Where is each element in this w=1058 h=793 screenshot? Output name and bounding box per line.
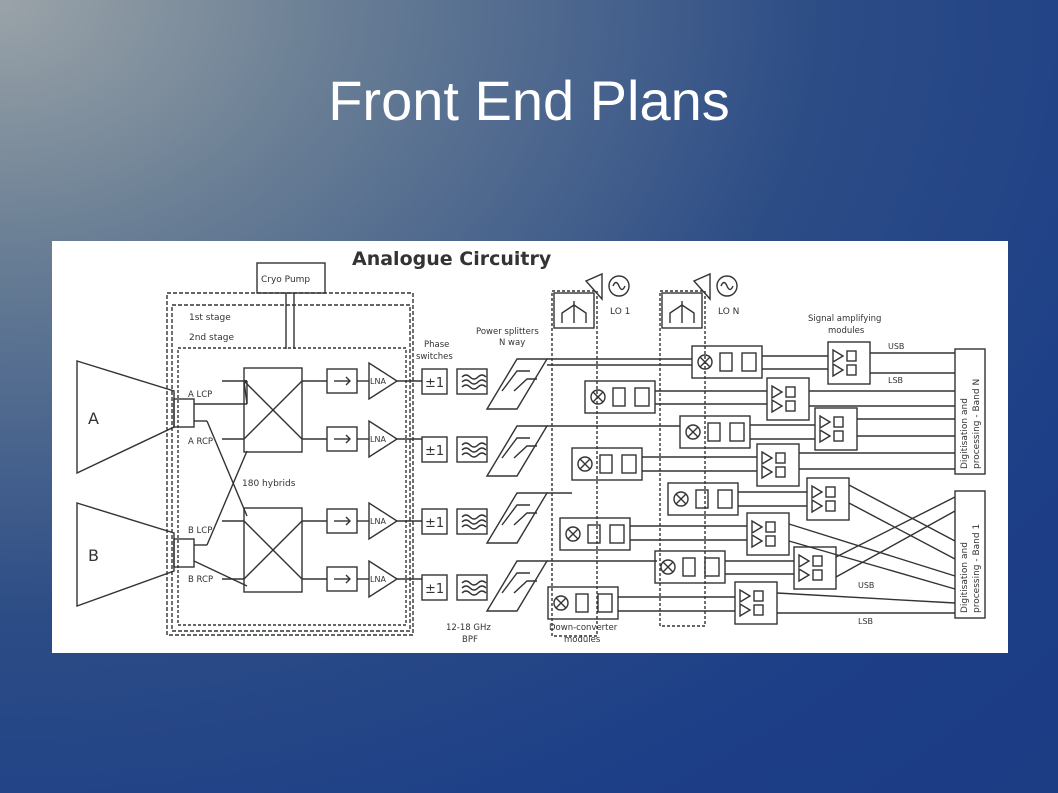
phase-symbol-2: ±1 bbox=[425, 444, 444, 459]
lo1-oscillator-icon bbox=[608, 275, 630, 297]
phase-switch-1 bbox=[421, 368, 448, 395]
bpf-1 bbox=[456, 368, 488, 395]
feed-label-b: B bbox=[88, 546, 99, 565]
first-stage-label: 1st stage bbox=[189, 313, 231, 323]
phase-symbol-1: ±1 bbox=[425, 376, 444, 391]
feed-a-ortho bbox=[173, 398, 195, 428]
lna-3 bbox=[368, 501, 399, 541]
downconverter-label-1: Down-converter bbox=[549, 623, 618, 633]
lon-distribution-column bbox=[659, 290, 706, 627]
signal-chain-4: LNA ±1 bbox=[302, 559, 549, 612]
phase-switch-4 bbox=[421, 574, 448, 601]
bpf-3 bbox=[456, 508, 488, 535]
lo1-label: LO 1 bbox=[610, 307, 630, 317]
a-rcp-label: A RCP bbox=[188, 437, 213, 447]
lna-label-1: LNA bbox=[370, 377, 386, 386]
lna-label-2: LNA bbox=[370, 435, 386, 444]
phase-switches-label-2: switches bbox=[416, 352, 453, 362]
hybrids-label: 180 hybrids bbox=[242, 479, 296, 489]
lo1-distribution-column bbox=[551, 290, 598, 637]
power-splitters-label-1: Power splitters bbox=[476, 327, 539, 337]
lon-splitter-box bbox=[661, 292, 703, 329]
lo1-amplifier bbox=[584, 272, 603, 301]
analogue-circuitry-diagram: Analogue Circuitry A B Cryo Pump 1st sta… bbox=[52, 241, 1008, 653]
digitisation-band-1-label-2: processing - Band 1 bbox=[972, 524, 982, 613]
feed-label-a: A bbox=[88, 409, 99, 428]
hybrid-upper bbox=[243, 367, 303, 453]
lon-label: LO N bbox=[718, 307, 739, 317]
lsb-label-bottom: LSB bbox=[858, 617, 873, 626]
a-lcp-label: A LCP bbox=[188, 390, 212, 400]
lna-2 bbox=[368, 419, 399, 459]
splitter-2 bbox=[485, 425, 549, 477]
lon-amplifier bbox=[692, 272, 711, 301]
digitisation-band-n-label-1: Digitisation and bbox=[960, 398, 970, 469]
signal-amplifying-modules bbox=[734, 341, 871, 625]
signal-chain-3: LNA ±1 bbox=[302, 492, 549, 544]
digitisation-band-n-label-2: processing - Band N bbox=[972, 379, 982, 469]
lna-1 bbox=[368, 361, 399, 401]
signal-amp-label-1: Signal amplifying bbox=[808, 314, 881, 324]
lsb-label-top: LSB bbox=[888, 376, 903, 385]
digitisation-band-n-box bbox=[954, 348, 986, 475]
second-stage-box bbox=[177, 347, 407, 626]
b-lcp-label: B LCP bbox=[188, 526, 212, 536]
diagram-title: Analogue Circuitry bbox=[352, 248, 552, 270]
hybrid-lower bbox=[243, 507, 303, 593]
phase-symbol-3: ±1 bbox=[425, 516, 444, 531]
bpf-4 bbox=[456, 574, 488, 601]
slide-title: Front End Plans bbox=[328, 69, 730, 132]
splitter-4 bbox=[485, 560, 549, 612]
downconverter-label-2: modules bbox=[564, 635, 601, 645]
lo1-splitter-box bbox=[553, 292, 595, 329]
digitisation-band-1-box bbox=[954, 490, 986, 619]
signal-chain-1: LNA ±1 bbox=[302, 358, 549, 410]
feed-horn-b bbox=[76, 502, 175, 607]
usb-label-top: USB bbox=[888, 342, 904, 351]
bpf-label-1: 12-18 GHz bbox=[446, 623, 491, 633]
phase-symbol-4: ±1 bbox=[425, 582, 444, 597]
cryostat-outer-box bbox=[166, 292, 414, 636]
phase-switches-label-1: Phase bbox=[424, 340, 449, 350]
usb-label-bottom: USB bbox=[858, 581, 874, 590]
lna-label-3: LNA bbox=[370, 517, 386, 526]
downconverter-modules bbox=[547, 345, 763, 620]
splitter-3 bbox=[485, 492, 549, 544]
b-rcp-label: B RCP bbox=[188, 575, 213, 585]
splitter-1 bbox=[485, 358, 549, 410]
lna-label-4: LNA bbox=[370, 575, 386, 584]
signal-chain-2: LNA ±1 bbox=[302, 419, 549, 477]
second-stage-label: 2nd stage bbox=[189, 333, 234, 343]
feed-b-ortho bbox=[173, 538, 195, 568]
signal-amp-label-2: modules bbox=[828, 326, 865, 336]
digitisation-band-1-label-1: Digitisation and bbox=[960, 542, 970, 613]
phase-switch-2 bbox=[421, 436, 448, 463]
circuit-diagram-svg: Analogue Circuitry A B Cryo Pump 1st sta… bbox=[76, 248, 986, 645]
bpf-label-2: BPF bbox=[462, 635, 478, 645]
lon-oscillator-icon bbox=[716, 275, 738, 297]
lna-4 bbox=[368, 559, 399, 599]
bpf-2 bbox=[456, 436, 488, 463]
power-splitters-label-2: N way bbox=[499, 338, 525, 348]
cryo-pump-label: Cryo Pump bbox=[261, 275, 310, 285]
phase-switch-3 bbox=[421, 508, 448, 535]
